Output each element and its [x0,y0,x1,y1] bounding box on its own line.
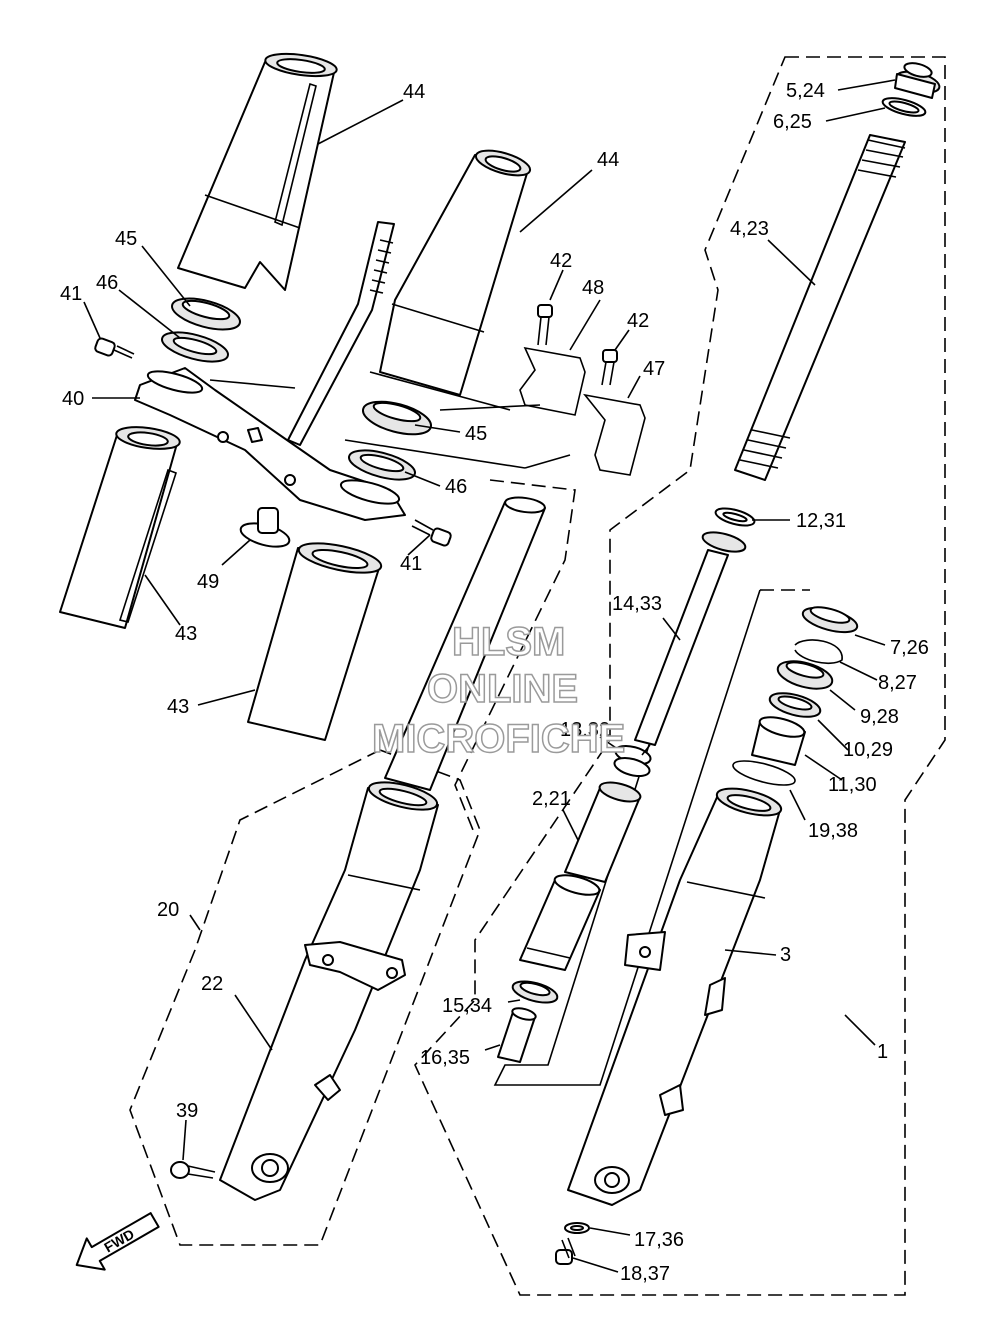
group-boundary-20 [129,749,481,1246]
callout-1: 1 [877,1041,888,1063]
callout-15-34: 15,34 [442,995,492,1017]
bolt-18-37 [555,1237,576,1265]
callout-12-31: 12,31 [796,510,846,532]
spring-4-23 [734,134,906,481]
callout-45: 45 [465,423,487,445]
leader-lines [83,79,896,1273]
watermark-line-1: HLSM [452,620,565,664]
callout-43: 43 [175,623,197,645]
fwd-arrow: FWD [75,1212,160,1271]
washer-12-31 [714,507,756,527]
callout-5-24: 5,24 [786,80,825,102]
callout-7-26: 7,26 [890,637,929,659]
clip-8-27 [794,639,843,665]
cap-bolt-5-24 [894,62,941,99]
bolt-39 [170,1161,216,1179]
bolt-42-b [601,349,618,386]
inner-tube-long [384,496,546,791]
callout-22: 22 [201,973,223,995]
slide-metal-2-21 [564,781,642,883]
seal-45-left [171,297,241,331]
rebound-spring-13-32 [613,744,652,778]
callout-45: 45 [115,228,137,250]
callout-47: 47 [643,358,665,380]
callout-11-30: 11,30 [828,774,877,796]
ref-line-2 [369,371,511,411]
callout-9-28: 9,28 [860,706,899,728]
callout-labels: 44 44 45 46 41 40 42 48 42 47 45 46 41 4… [60,80,929,1285]
callout-42: 42 [550,250,572,272]
washer-46-right [348,449,416,481]
ref-line-6 [641,744,651,756]
group-boundary-14 [454,479,576,836]
callout-2-21: 2,21 [532,788,571,810]
watermark-line-3: MICROFICHE [372,717,625,761]
fork-cover-upper-middle [379,149,532,396]
bolt-41-left [94,337,135,359]
callout-39: 39 [176,1100,198,1122]
ref-line-1 [209,379,296,389]
ref-line-4 [524,454,571,469]
callout-4-23: 4,23 [730,218,769,240]
group-boundary-2b [493,589,761,1086]
washer-17-36 [564,1222,590,1234]
callout-3: 3 [780,944,791,966]
callout-17-36: 17,36 [634,1229,684,1251]
fork-cover-43-left [59,426,181,629]
callout-41: 41 [400,553,422,575]
fork-cover-43-right [247,542,383,741]
callout-46: 46 [445,476,467,498]
oil-lock-16-35 [497,1007,537,1063]
callout-10-29: 10,29 [843,739,893,761]
washer-10-29 [768,692,822,718]
callout-6-25: 6,25 [773,111,812,133]
outer-tube-22 [219,781,439,1201]
bolt-41-right [411,519,452,547]
callout-44: 44 [403,81,425,103]
group-boundary-1 [414,56,946,1296]
taper-spindle [519,874,601,971]
watermark-line-2: ONLINE [427,667,578,711]
under-bracket [134,367,406,521]
o-ring-6-25 [881,97,927,117]
callout-41: 41 [60,283,82,305]
dust-seal-7-26 [801,606,859,634]
callout-40: 40 [62,388,84,410]
ref-line-3 [344,439,526,469]
ref-line-5 [439,404,541,411]
bracket-48 [519,346,586,416]
callout-18-37: 18,37 [620,1263,670,1285]
bracket-47 [583,393,646,476]
watermark: HLSM ONLINE MICROFICHE [371,619,626,762]
nut-49 [239,507,291,548]
collar-15-34 [511,980,559,1004]
callout-16-35: 16,35 [420,1047,470,1069]
outer-tube-3 [567,787,783,1206]
fork-cover-upper-left [177,52,338,291]
seal-45-right [361,400,433,436]
steering-stem [287,221,395,446]
callout-44: 44 [597,149,619,171]
oil-seal-9-28 [776,660,834,690]
callout-43: 43 [167,696,189,718]
callout-14-33: 14,33 [612,593,662,615]
o-ring-19-38 [732,760,796,786]
bolt-42-a [537,304,553,346]
damper-rod-14-33 [634,531,747,746]
washer-46-left [161,331,229,363]
callout-42: 42 [627,310,649,332]
bushing-11-30 [751,716,806,766]
callout-20: 20 [157,899,179,921]
callout-8-27: 8,27 [878,672,917,694]
callout-48: 48 [582,277,604,299]
callout-13-32: 13,32 [560,719,610,741]
callout-46: 46 [96,272,118,294]
callout-49: 49 [197,571,219,593]
callout-19-38: 19,38 [808,820,858,842]
